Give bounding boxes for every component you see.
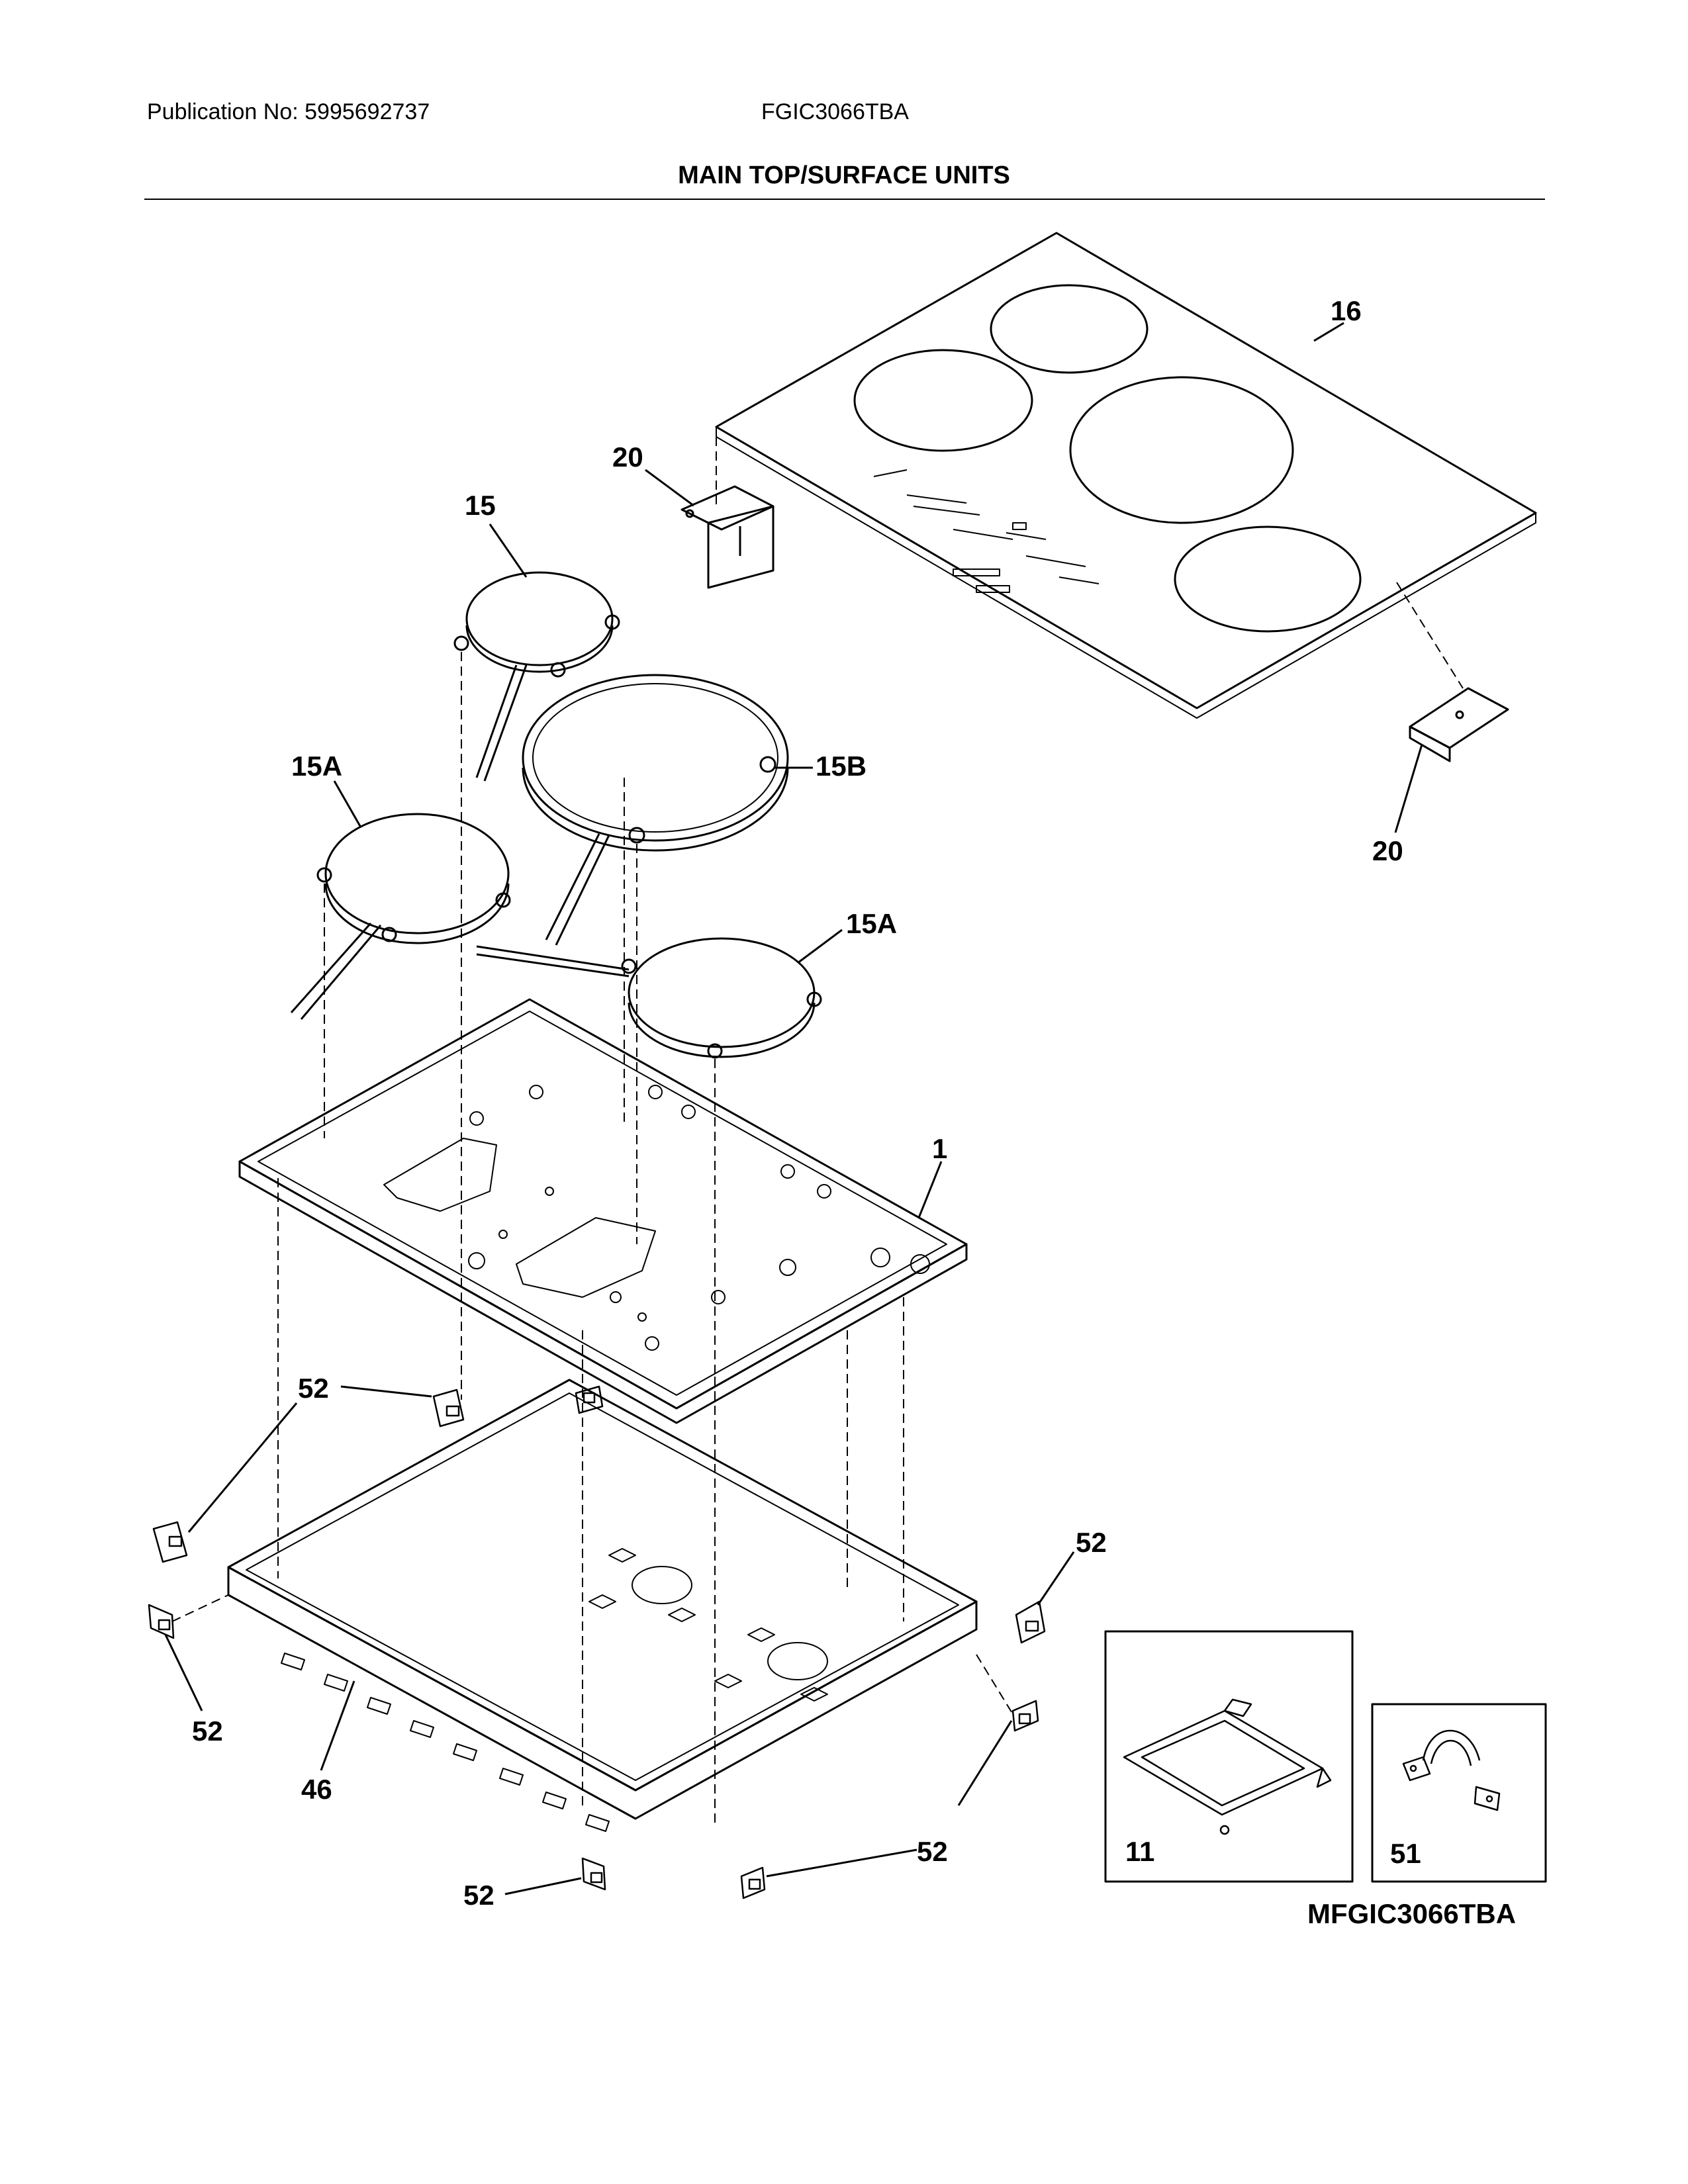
callout-15B: 15B	[816, 751, 867, 782]
section-title: MAIN TOP/SURFACE UNITS	[678, 161, 1010, 189]
clip-c	[152, 1521, 188, 1563]
element-right	[476, 937, 822, 1059]
callout-52-a: 52	[298, 1373, 329, 1404]
element-rear	[453, 571, 620, 782]
element-left	[290, 813, 511, 1020]
clip-e	[1015, 1600, 1046, 1644]
callout-52-d: 52	[917, 1836, 948, 1867]
header-rule	[144, 199, 1545, 200]
inset-box-11	[1104, 1630, 1354, 1883]
clip-b	[575, 1385, 604, 1414]
callout-1: 1	[932, 1133, 947, 1164]
callout-16: 16	[1331, 295, 1362, 326]
callout-15A-right: 15A	[846, 908, 897, 939]
clip-f	[1011, 1700, 1039, 1732]
publication-number: Publication No: 5995692737	[147, 99, 430, 124]
callout-46: 46	[301, 1774, 332, 1805]
top-frame	[238, 998, 968, 1424]
glass-cooktop	[715, 232, 1537, 719]
callout-51: 51	[1390, 1838, 1421, 1869]
callout-52-e: 52	[463, 1880, 494, 1911]
clip-a	[432, 1388, 465, 1428]
callout-52-b: 52	[1076, 1527, 1107, 1558]
clip-h	[740, 1866, 766, 1899]
model-number: FGIC3066TBA	[761, 99, 909, 124]
box	[227, 1379, 978, 1832]
inset-clamp-drawing	[1402, 1729, 1501, 1811]
bracket-right	[1409, 687, 1509, 762]
clip-d	[148, 1604, 175, 1639]
inset-bracket-drawing	[1123, 1698, 1332, 1835]
callout-20-left: 20	[612, 441, 643, 473]
callout-15A-left: 15A	[291, 751, 342, 782]
callout-20-right: 20	[1372, 835, 1403, 866]
bracket-left	[680, 485, 774, 589]
callout-11: 11	[1125, 1836, 1154, 1867]
callout-52-c: 52	[192, 1715, 223, 1747]
element-large	[522, 674, 789, 946]
inset-box-51	[1371, 1703, 1547, 1883]
clip-g	[581, 1857, 606, 1891]
drawing-id: MFGIC3066TBA	[1307, 1898, 1517, 1929]
callout-15: 15	[465, 490, 496, 521]
